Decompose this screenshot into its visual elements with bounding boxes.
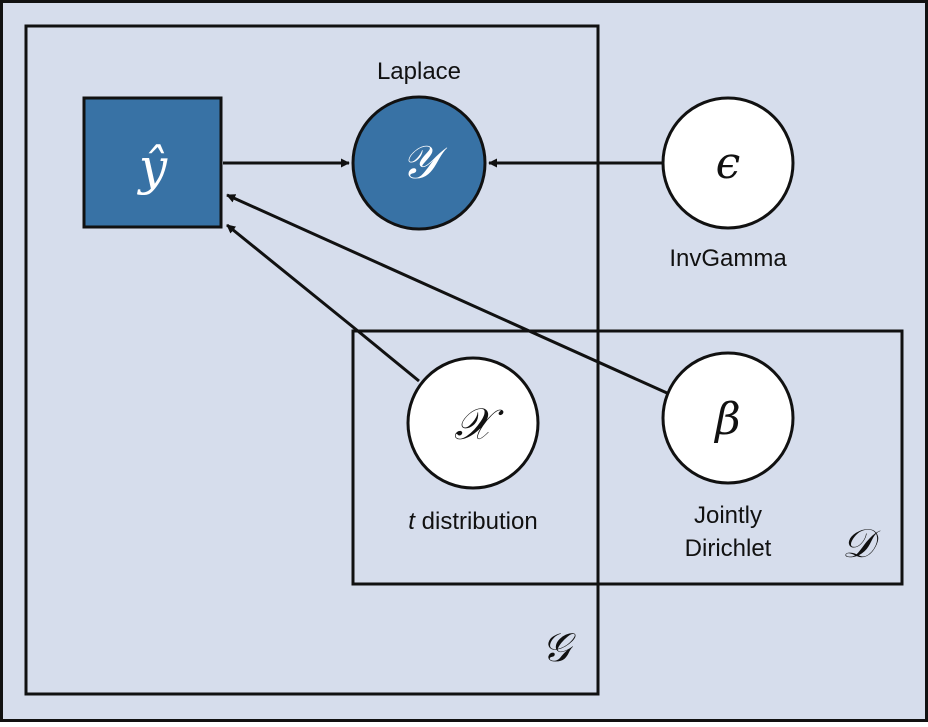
node-x xyxy=(406,356,540,490)
node-epsilon xyxy=(661,96,795,230)
node-y xyxy=(351,95,487,231)
node-epsilon-symbol: ϵ xyxy=(716,138,741,189)
plate-g xyxy=(24,24,600,696)
node-epsilon-label: InvGamma xyxy=(669,245,787,272)
node-y-hat xyxy=(82,96,223,229)
node-x-label: t distribution xyxy=(408,508,537,535)
node-beta-label-line2: Dirichlet xyxy=(685,535,772,562)
node-y-hat-symbol: ŷ xyxy=(137,138,168,196)
edge-beta-to-yhat xyxy=(226,193,668,395)
plate-d xyxy=(351,329,904,586)
node-x-label-italic: t xyxy=(408,508,416,535)
node-beta-symbol: β xyxy=(713,394,740,445)
node-y-label: Laplace xyxy=(377,58,461,85)
node-beta-label-line1: Jointly xyxy=(694,502,762,529)
node-beta xyxy=(661,351,795,485)
node-x-label-rest: distribution xyxy=(415,508,538,535)
edge-x-to-yhat xyxy=(226,223,420,383)
